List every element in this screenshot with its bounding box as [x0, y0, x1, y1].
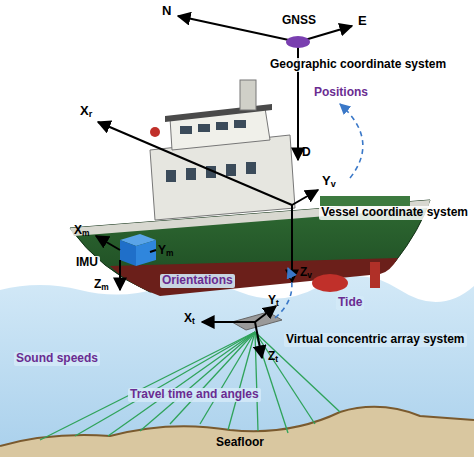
device-label: IMU	[74, 256, 100, 270]
axis-label: Zm	[92, 278, 111, 293]
device-label: GNSS	[280, 14, 318, 28]
frame-label: Virtual concentric array system	[284, 333, 467, 347]
axis-label: Ym	[156, 244, 175, 259]
axis-label: Xt	[182, 312, 197, 327]
axis-label: Yt	[266, 294, 281, 309]
region-label: Seafloor	[214, 436, 266, 450]
positions-arrow	[340, 104, 363, 178]
rudder	[370, 262, 380, 288]
axis-label: Zt	[266, 350, 280, 365]
axis-label: Yv	[320, 174, 338, 190]
lifebuoy	[150, 127, 160, 137]
array-axes	[202, 306, 276, 358]
flow-label: Travel time and angles	[128, 388, 261, 402]
imu-cube	[120, 234, 156, 266]
axis-label: N	[160, 4, 173, 19]
vessel-axes	[98, 122, 318, 282]
windows	[166, 120, 256, 182]
gnss-antenna	[286, 36, 310, 48]
hull-bottom	[110, 258, 398, 296]
seafloor-ground	[0, 407, 474, 457]
water-label: Tide	[336, 296, 364, 310]
frame-label: Geographic coordinate system	[268, 58, 448, 72]
deck	[320, 196, 410, 206]
orientations-arrow	[275, 268, 292, 318]
axis-label: Xm	[72, 224, 91, 239]
sonar-beams	[40, 332, 340, 440]
axis-label: Xr	[78, 104, 94, 120]
axis-label: Zv	[298, 266, 314, 281]
water	[0, 276, 474, 457]
axis-label: D	[300, 146, 313, 160]
funnel	[240, 80, 256, 110]
frame-label: Vessel coordinate system	[319, 206, 470, 220]
thruster	[312, 274, 348, 292]
flow-label: Positions	[312, 86, 370, 100]
imu-axes	[96, 236, 156, 290]
axis-label: E	[356, 14, 369, 29]
flow-label: Orientations	[160, 274, 235, 288]
flow-label: Sound speeds	[14, 352, 100, 366]
